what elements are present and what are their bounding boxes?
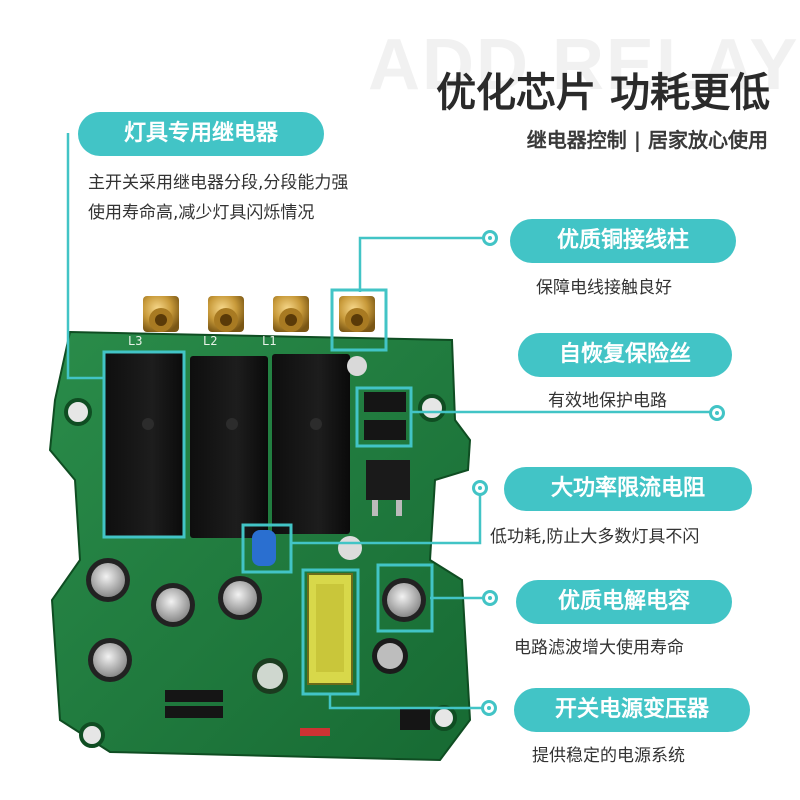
feature-title-transformer: 开关电源变压器 [514,688,750,732]
feature-desc-terminal: 保障电线接触良好 [536,278,672,298]
callout-dot-icon [472,480,488,496]
feature-title-resistor: 大功率限流电阻 [504,467,752,511]
callout-dot-icon [482,590,498,606]
silk-label: L1 [262,334,276,348]
feature-desc-relay-line1: 主开关采用继电器分段,分段能力强 [88,173,349,193]
silk-label: L3 [128,334,142,348]
callout-dot-icon [482,230,498,246]
copper-terminals [143,296,375,376]
feature-desc-relay-line2: 使用寿命高,减少灯具闪烁情况 [88,203,315,223]
silk-label: L2 [203,334,217,348]
feature-desc-resistor: 低功耗,防止大多数灯具不闪 [490,527,700,547]
feature-desc-transformer: 提供稳定的电源系统 [532,746,685,766]
feature-title-relay: 灯具专用继电器 [78,112,324,156]
subheadline: 继电器控制 | 居家放心使用 [526,128,768,152]
feature-title-capacitor: 优质电解电容 [516,580,732,624]
headline: 优化芯片 功耗更低 [436,70,770,116]
feature-title-terminal: 优质铜接线柱 [510,219,736,263]
feature-desc-fuse: 有效地保护电路 [548,391,667,411]
callout-dot-icon [481,700,497,716]
brand-watermark: ADD RELAY [368,25,800,105]
feature-desc-capacitor: 电路滤波增大使用寿命 [514,638,684,658]
relay-block [103,352,350,538]
callout-dot-icon [709,405,725,421]
feature-title-fuse: 自恢复保险丝 [518,333,732,377]
